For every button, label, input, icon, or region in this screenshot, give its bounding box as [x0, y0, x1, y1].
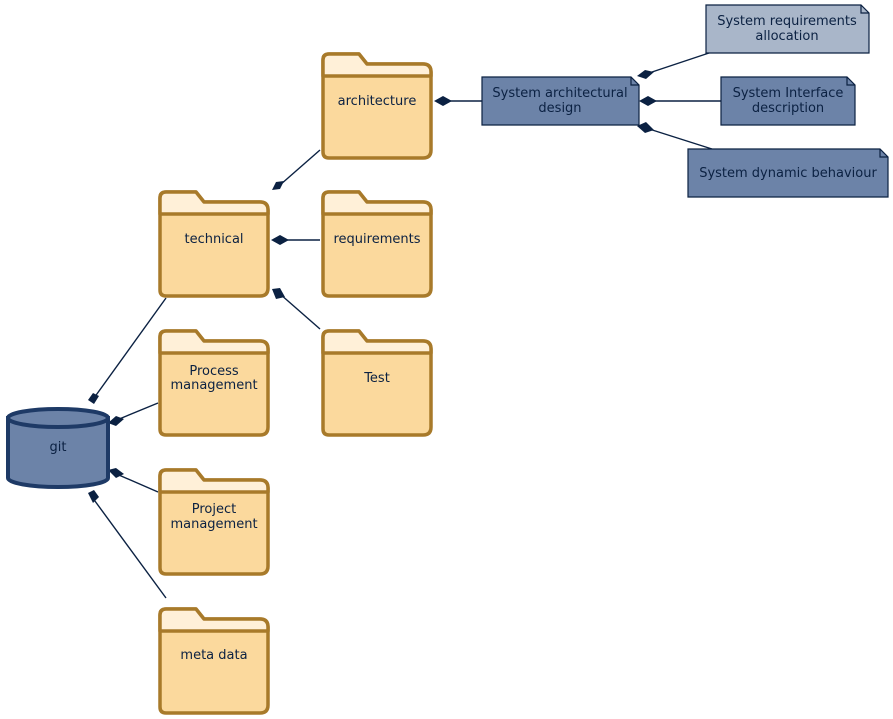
- folder-test[interactable]: Test: [321, 329, 433, 437]
- folder-label-line2: management: [170, 517, 257, 532]
- folder-label: requirements: [334, 232, 421, 247]
- folder-meta-data[interactable]: meta data: [158, 607, 270, 715]
- edge-sad-allocation: [645, 51, 713, 75]
- folder-technical[interactable]: technical: [158, 190, 270, 298]
- document-label-line2: design: [538, 101, 581, 116]
- folder-project-management[interactable]: Project management: [158, 468, 270, 576]
- document-system-dynamic-behaviour[interactable]: System dynamic behaviour: [687, 148, 889, 198]
- folder-label-line1: Project: [192, 502, 236, 517]
- edge-sad-dynamic: [645, 127, 713, 150]
- composition-diamond: [88, 490, 99, 503]
- composition-diamond: [639, 96, 657, 106]
- composition-diamond: [272, 181, 284, 190]
- document-label-line1: System requirements: [717, 14, 857, 29]
- document-label-line2: allocation: [755, 29, 818, 44]
- folder-process-management[interactable]: Process management: [158, 329, 270, 437]
- document-system-interface-description[interactable]: System Interface description: [720, 76, 856, 126]
- document-system-requirements-allocation[interactable]: System requirements allocation: [705, 4, 870, 54]
- document-label-line1: System architectural: [492, 86, 627, 101]
- edge-technical-test: [279, 293, 321, 330]
- composition-diamond: [637, 70, 654, 79]
- document-system-architectural-design[interactable]: System architectural design: [481, 76, 640, 126]
- git-label: git: [50, 440, 67, 455]
- composition-diamond: [271, 235, 289, 245]
- folder-label: meta data: [180, 648, 247, 663]
- folder-label: Test: [363, 371, 390, 386]
- folder-label-line1: Process: [189, 364, 239, 379]
- folder-requirements[interactable]: requirements: [321, 190, 433, 298]
- composition-diamond: [88, 393, 99, 404]
- composition-diamond: [434, 96, 452, 106]
- folder-label: architecture: [338, 94, 417, 109]
- composition-diamond: [108, 416, 124, 426]
- connectors: [88, 51, 721, 599]
- composition-diamond: [637, 122, 654, 133]
- edge-git-technical: [93, 297, 167, 399]
- database-icon: [6, 407, 110, 489]
- document-label: System dynamic behaviour: [699, 166, 877, 181]
- folder-label-line2: management: [170, 378, 257, 393]
- document-label-line1: System Interface: [733, 86, 844, 101]
- composition-diamond: [108, 468, 124, 478]
- folder-architecture[interactable]: architecture: [321, 52, 433, 160]
- edge-git-metadata: [91, 496, 167, 599]
- document-label-line2: description: [752, 101, 824, 116]
- git-repository[interactable]: git: [6, 407, 110, 489]
- composition-diamond: [272, 288, 285, 299]
- folder-label: technical: [184, 232, 243, 247]
- edge-technical-architecture: [279, 149, 321, 186]
